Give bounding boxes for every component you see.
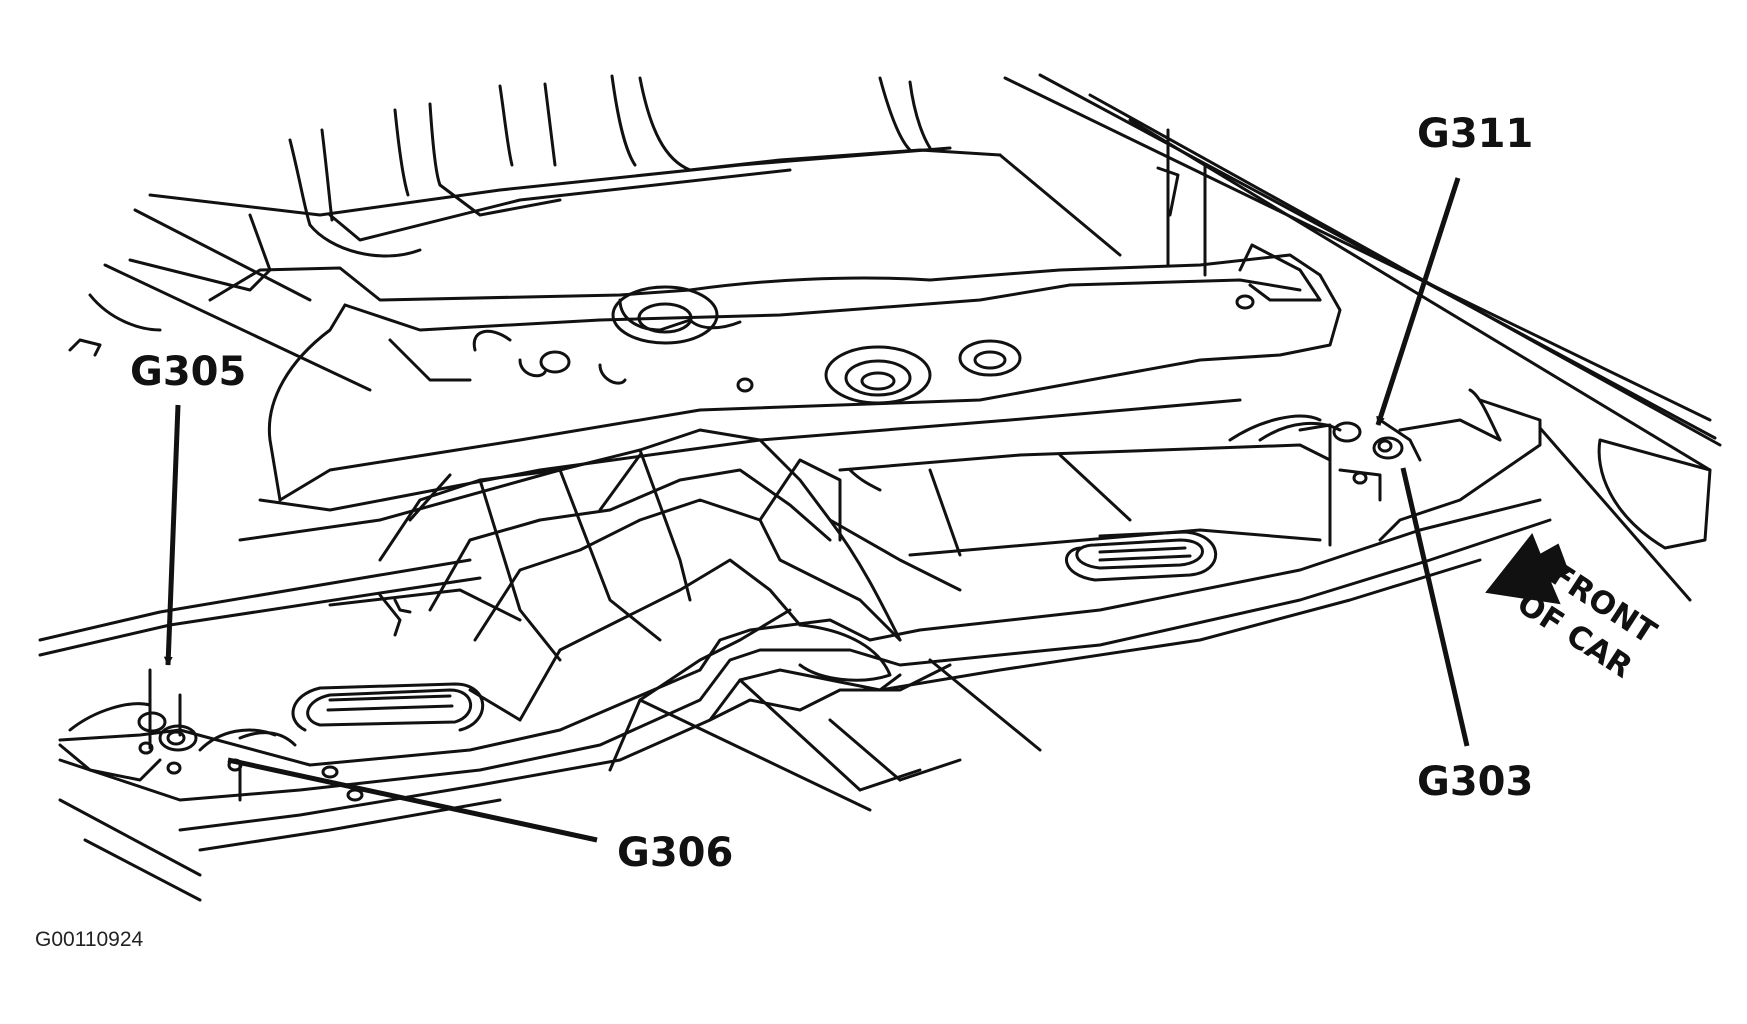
transmission-tunnel [380, 430, 960, 770]
g305-leader-arrow [163, 405, 178, 666]
g311-leader-arrow [1378, 178, 1458, 425]
figure-id: G00110924 [35, 928, 144, 951]
callout-labels: G311 G305 G303 G306 [130, 111, 1533, 876]
g306-leader [228, 760, 597, 840]
callout-label-g305: G305 [130, 349, 246, 395]
callout-label-g306: G306 [617, 830, 733, 876]
front-of-car-indicator: FRONT OF CAR [1487, 535, 1663, 686]
callout-label-g311: G311 [1417, 111, 1533, 157]
g303-leader [1403, 468, 1467, 746]
front-direction-arrow-icon [1487, 535, 1568, 603]
upper-floor-ribs [90, 76, 1120, 390]
right-body-panel [1005, 75, 1720, 600]
rear-left-floor-corner [60, 340, 362, 900]
left-floor-pan [40, 560, 520, 730]
right-floor-pan [840, 425, 1330, 580]
front-right-floor-corner [1230, 416, 1500, 500]
vehicle-floor-pan-drawing [40, 75, 1720, 900]
seat-mount-bosses [541, 287, 1253, 403]
callout-label-g303: G303 [1417, 759, 1533, 805]
callout-leaders [163, 178, 1467, 840]
lower-rocker-rail [60, 390, 1550, 850]
